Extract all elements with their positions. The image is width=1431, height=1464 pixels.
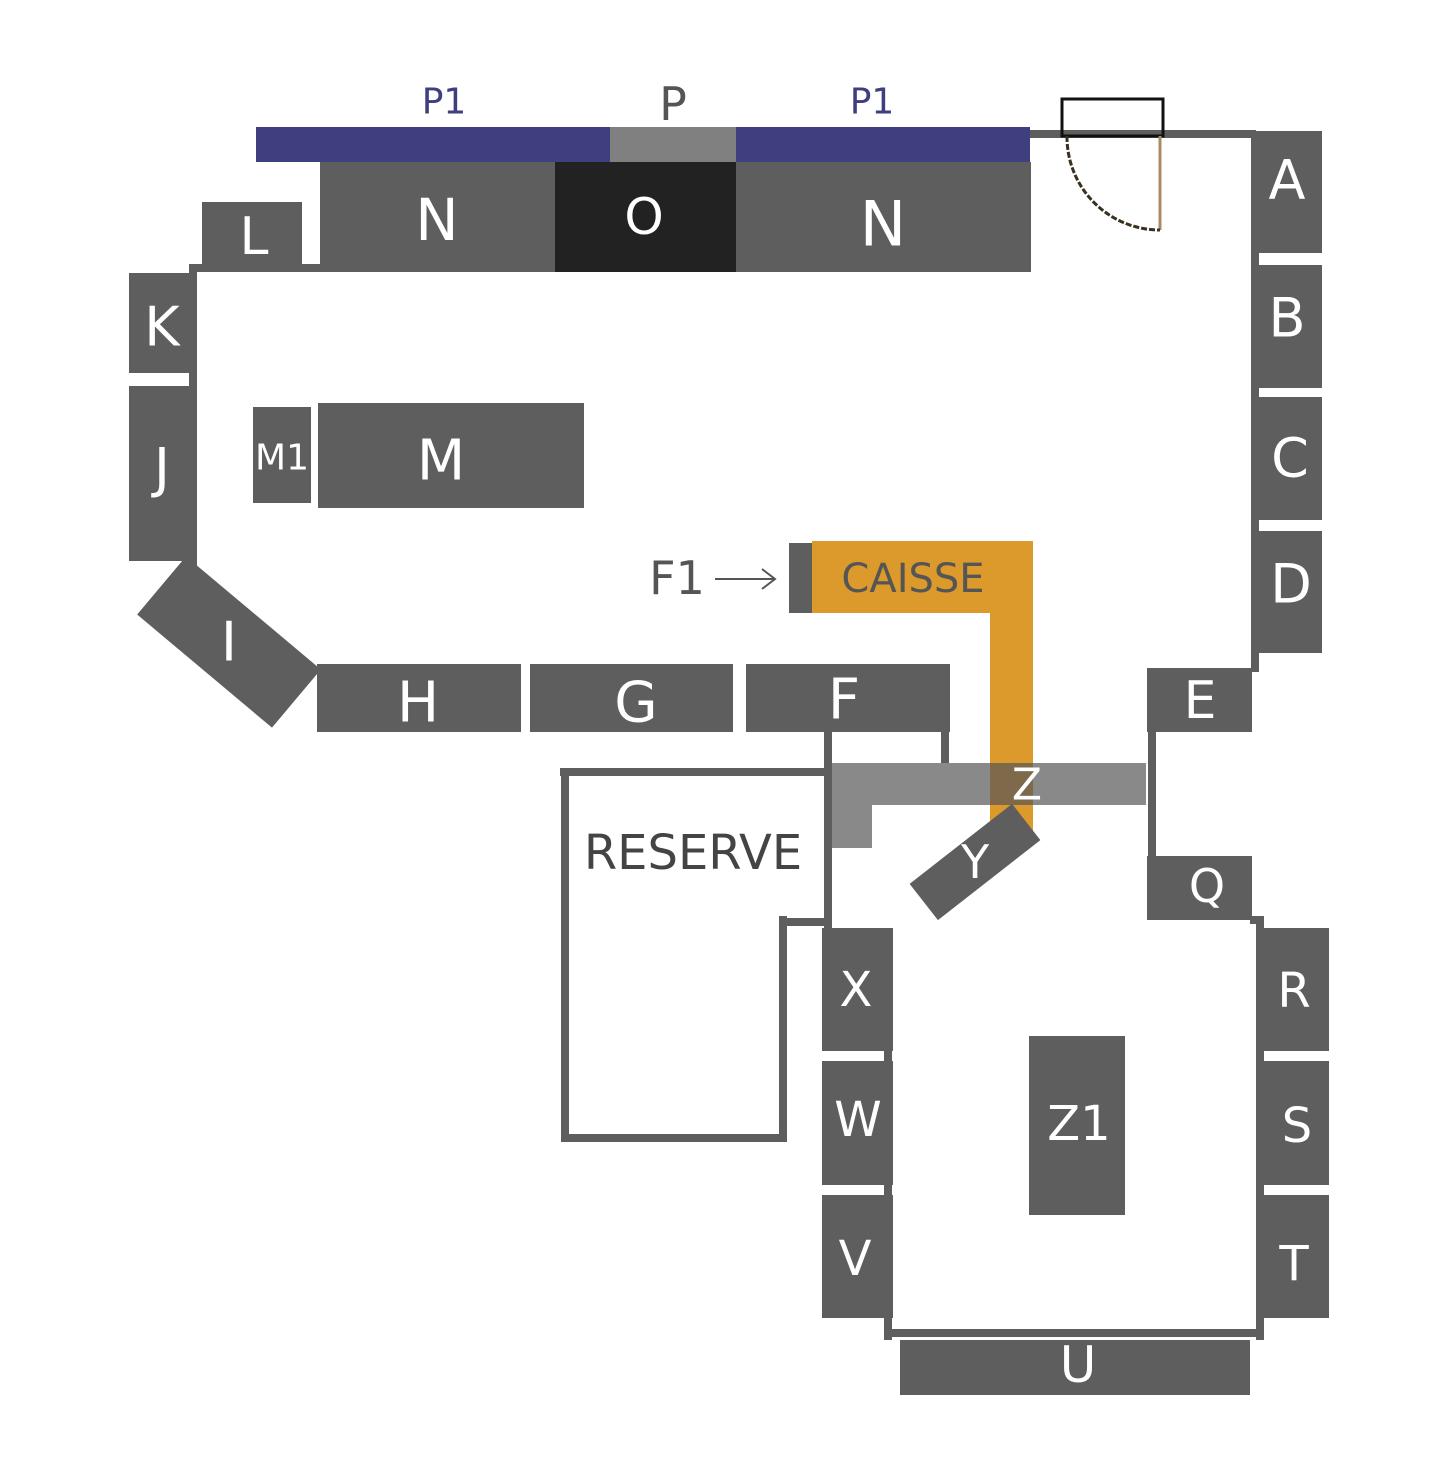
zone-x[interactable]: X: [822, 928, 893, 1051]
label-z1: Z1: [1047, 1096, 1110, 1152]
label-z: Z: [1012, 760, 1042, 811]
label-o: O: [624, 188, 663, 246]
zone-s[interactable]: S: [1258, 1061, 1329, 1185]
label-q: Q: [1189, 859, 1225, 913]
label-g: G: [614, 671, 657, 736]
label-f: F: [828, 668, 860, 733]
label-l: L: [240, 207, 269, 267]
zone-k[interactable]: K: [129, 273, 193, 373]
label-j: J: [151, 437, 170, 500]
zone-p1-left[interactable]: [256, 127, 610, 162]
zone-g[interactable]: G: [530, 664, 733, 736]
label-t: T: [1278, 1236, 1309, 1292]
label-n: N: [415, 186, 458, 254]
label-i: I: [221, 611, 237, 674]
zone-n-left[interactable]: N: [320, 162, 555, 272]
zone-m1[interactable]: M1: [253, 407, 311, 503]
label-v: V: [839, 1231, 872, 1287]
zone-w[interactable]: W: [822, 1061, 893, 1185]
zone-c[interactable]: C: [1252, 397, 1322, 520]
label-s: S: [1282, 1098, 1312, 1154]
label-n: N: [860, 188, 906, 261]
zone-p[interactable]: [610, 127, 736, 162]
label-p1-right: P1: [850, 82, 895, 123]
zone-d[interactable]: D: [1252, 531, 1322, 653]
label-caisse: CAISSE: [841, 556, 984, 602]
zone-a[interactable]: A: [1252, 131, 1322, 253]
label-y: Y: [960, 835, 990, 889]
label-p1-left: P1: [422, 82, 467, 123]
zone-r[interactable]: R: [1258, 928, 1329, 1051]
zone-z[interactable]: Z: [832, 760, 1146, 849]
door-icon: [1060, 97, 1165, 232]
label-k: K: [144, 296, 181, 359]
zone-o[interactable]: O: [555, 162, 736, 272]
label-f1: F1: [649, 551, 705, 605]
zone-l[interactable]: L: [202, 202, 302, 267]
label-h: H: [397, 671, 439, 736]
label-w: W: [834, 1092, 881, 1148]
label-c: C: [1271, 427, 1309, 490]
label-m1: M1: [255, 438, 309, 479]
zone-j[interactable]: J: [129, 386, 193, 561]
zone-f[interactable]: F: [746, 664, 950, 733]
zone-t[interactable]: T: [1258, 1195, 1329, 1318]
zone-y[interactable]: Y: [905, 798, 1045, 926]
label-p: P: [659, 77, 687, 131]
zone-z1[interactable]: Z1: [1029, 1036, 1125, 1215]
zone-v[interactable]: V: [822, 1195, 893, 1318]
label-e: E: [1184, 671, 1217, 731]
label-reserve: RESERVE: [584, 825, 802, 881]
zone-b[interactable]: B: [1252, 265, 1322, 388]
zone-f1[interactable]: [789, 543, 812, 613]
zone-e[interactable]: E: [1147, 668, 1252, 732]
label-u: U: [1060, 1336, 1097, 1394]
label-a: A: [1269, 149, 1306, 212]
arrow-right-icon: [715, 568, 777, 590]
zone-u[interactable]: U: [900, 1336, 1250, 1395]
zone-i[interactable]: I: [137, 556, 321, 728]
label-b: B: [1268, 287, 1305, 350]
label-x: X: [840, 962, 873, 1018]
zone-n-right[interactable]: N: [736, 162, 1031, 272]
label-r: R: [1277, 963, 1310, 1019]
zone-h[interactable]: H: [317, 664, 521, 736]
zone-m[interactable]: M: [318, 403, 584, 508]
label-m: M: [417, 429, 465, 494]
label-d: D: [1270, 553, 1312, 616]
zone-p1-right[interactable]: [736, 127, 1030, 162]
zone-q[interactable]: Q: [1147, 856, 1252, 920]
